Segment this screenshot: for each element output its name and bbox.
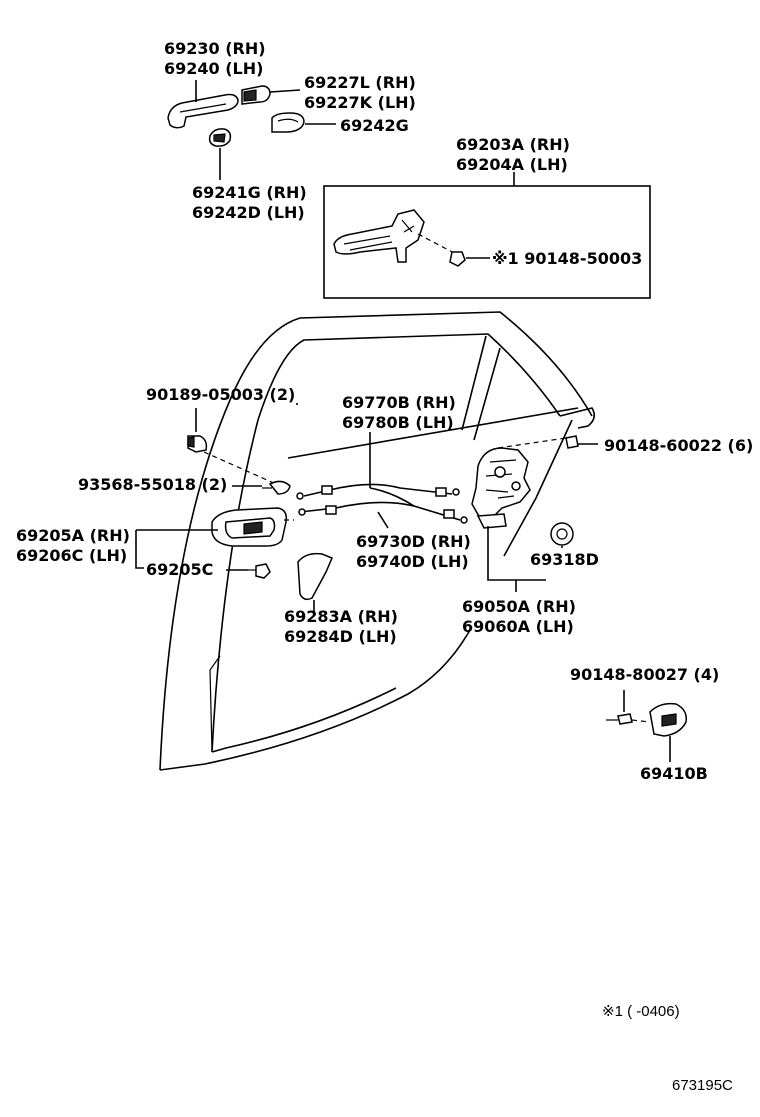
label-69410b: 69410B (640, 764, 708, 783)
screw-60022 (565, 435, 579, 449)
handle-pad-front (208, 128, 232, 147)
grommet (550, 522, 574, 546)
label-69206c: 69206C (LH) (16, 546, 127, 565)
clip-90189 (187, 435, 208, 453)
diagram-id: 673195C (672, 1077, 733, 1094)
door-outline (159, 311, 596, 771)
label-93568: 93568-55018 (2) (78, 475, 227, 494)
label-69227k: 69227K (LH) (304, 93, 416, 112)
label-69204a: 69204A (LH) (456, 155, 568, 174)
screw-80027 (606, 713, 633, 725)
label-69241g: 69241G (RH) (192, 183, 307, 202)
label-90148-60022: 90148-60022 (6) (604, 436, 753, 455)
label-69242d: 69242D (LH) (192, 203, 305, 222)
screw-50003 (449, 251, 466, 267)
label-69227l: 69227L (RH) (304, 73, 416, 92)
label-69205c: 69205C (146, 560, 213, 579)
footnote: ※1 ( -0406) (602, 1003, 680, 1020)
label-69740d: 69740D (LH) (356, 552, 469, 571)
label-69230: 69230 (RH) (164, 39, 266, 58)
label-69318d: 69318D (530, 550, 599, 569)
handle-cap (241, 85, 271, 105)
handle-cover (297, 552, 333, 601)
label-90148-80027: 90148-80027 (4) (570, 665, 719, 684)
label-69050a: 69050A (RH) (462, 597, 576, 616)
label-69770b: 69770B (RH) (342, 393, 456, 412)
label-69780b: 69780B (LH) (342, 413, 454, 432)
label-69060a: 69060A (LH) (462, 617, 574, 636)
label-69284d: 69284D (LH) (284, 627, 397, 646)
label-69203a: 69203A (RH) (456, 135, 570, 154)
cables (296, 432, 468, 529)
label-90189: 90189-05003 (2) (146, 385, 295, 404)
handle-frame (333, 209, 425, 263)
screw-69205c (248, 563, 271, 579)
handle-pad-rear (271, 112, 305, 133)
striker (649, 702, 688, 737)
label-69240: 69240 (LH) (164, 59, 263, 78)
outside-handle (167, 93, 239, 129)
label-69283a: 69283A (RH) (284, 607, 398, 626)
label-69205a: 69205A (RH) (16, 526, 130, 545)
label-69730d: 69730D (RH) (356, 532, 471, 551)
screw-93568 (262, 480, 291, 495)
inside-handle (211, 507, 288, 547)
door-lock (471, 447, 531, 529)
label-69242g: 69242G (340, 116, 409, 135)
label-90148-50003: ※1 90148-50003 (492, 249, 642, 268)
frame-box (323, 185, 651, 299)
